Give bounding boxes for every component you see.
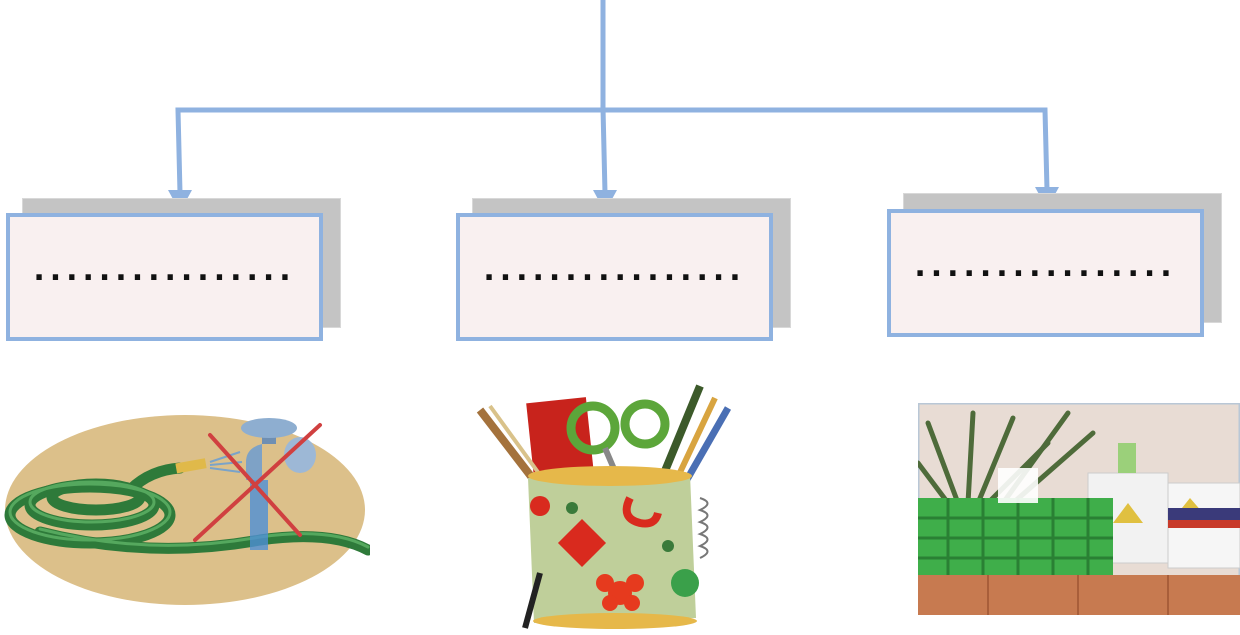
box-center[interactable]: ................ bbox=[456, 213, 773, 341]
recycled-planters-icon bbox=[918, 403, 1240, 615]
garden-hose-crossed-tap-icon bbox=[0, 403, 370, 617]
box-right[interactable]: ................ bbox=[887, 209, 1204, 337]
pencil-holder-icon bbox=[476, 384, 732, 629]
box-right-blank: ................ bbox=[914, 249, 1177, 284]
box-center-blank: ................ bbox=[483, 253, 746, 288]
box-left-blank: ................ bbox=[33, 253, 296, 288]
branch-line bbox=[175, 107, 1050, 196]
box-left[interactable]: ................ bbox=[6, 213, 323, 341]
center-branch-line bbox=[600, 105, 608, 196]
